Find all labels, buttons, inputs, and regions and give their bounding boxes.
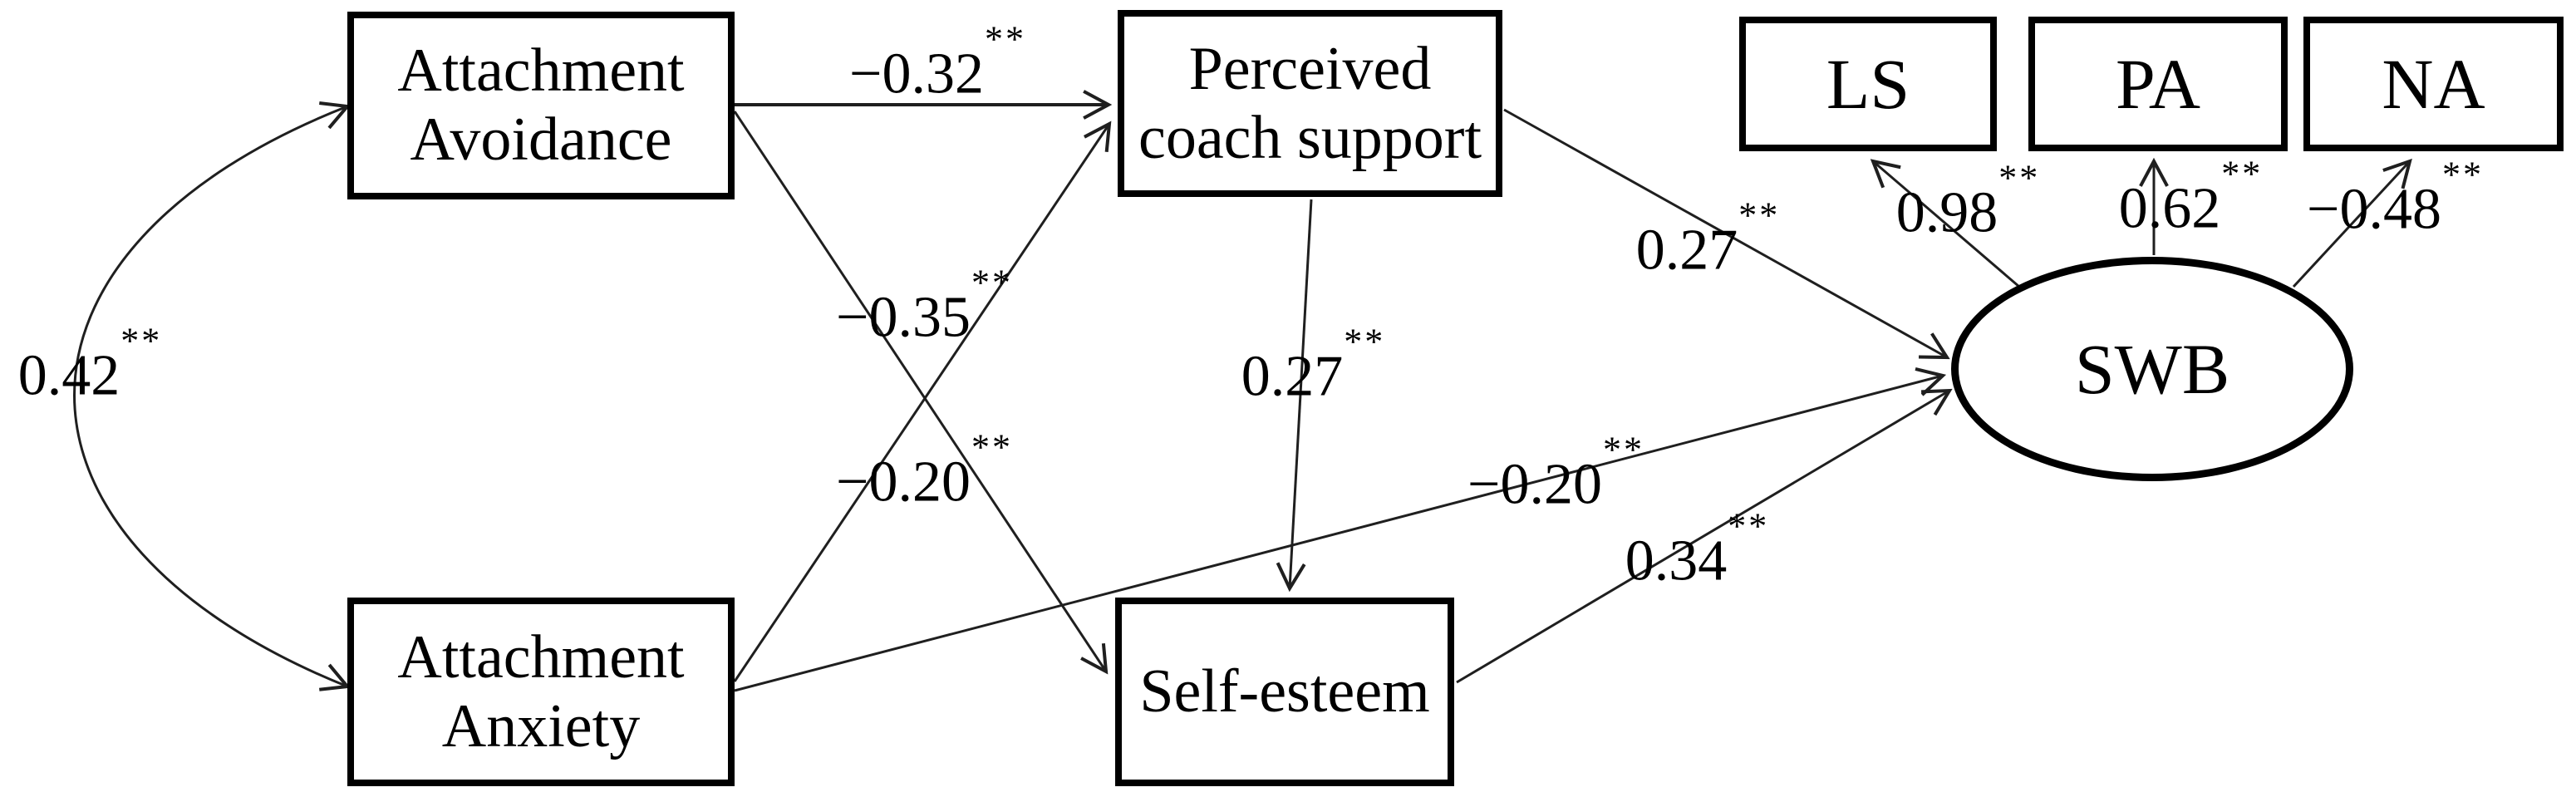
node-label: LS — [1826, 43, 1910, 124]
arrow-swb-to-na — [2292, 158, 2412, 288]
coefficient-value: 0.98 — [1895, 180, 1998, 245]
coef-swb-ls-loading: 0.98** — [1895, 160, 2040, 245]
coefficient-value: −0.48 — [2307, 177, 2441, 242]
node-swb-latent: SWB — [1951, 257, 2353, 481]
significance-stars: ** — [971, 426, 1013, 468]
significance-stars: ** — [2441, 154, 2484, 195]
arrow-coach-support-to-swb — [1503, 108, 1950, 360]
significance-stars: ** — [1602, 429, 1644, 470]
node-self-esteem: Self-esteem — [1115, 598, 1454, 786]
node-attachment-anxiety: Attachment Anxiety — [347, 598, 735, 786]
coefficient-value: 0.27 — [1635, 218, 1738, 283]
arrow-anxiety-to-swb — [734, 367, 1947, 692]
coef-coach-swb: 0.27** — [1636, 197, 1780, 279]
significance-stars: ** — [2221, 153, 2264, 194]
coef-coach-self-esteem: 0.27** — [1241, 323, 1385, 409]
node-ls-indicator: LS — [1739, 17, 1997, 151]
coef-swb-pa-loading: 0.62** — [2118, 155, 2263, 241]
significance-stars: ** — [120, 320, 163, 362]
coefficient-value: 0.34 — [1625, 529, 1728, 593]
arrow-anxiety-to-coach-support — [733, 121, 1112, 682]
node-label: SWB — [2074, 328, 2230, 409]
node-label: Self-esteem — [1139, 657, 1430, 726]
coef-avoidance-coach: −0.32** — [849, 21, 1025, 106]
node-label: Attachment Avoidance — [397, 37, 685, 174]
significance-stars: ** — [971, 262, 1013, 303]
coefficient-value: 0.62 — [2118, 176, 2221, 241]
significance-stars: ** — [984, 18, 1026, 60]
node-na-indicator: NA — [2303, 17, 2564, 151]
coef-anxiety-coach: −0.35** — [836, 264, 1012, 350]
coefficient-value: −0.20 — [1467, 452, 1602, 517]
coef-swb-na-loading: −0.48** — [2307, 156, 2483, 242]
significance-stars: ** — [1728, 505, 1770, 547]
significance-stars: ** — [1738, 194, 1781, 236]
node-label: Attachment Anxiety — [397, 622, 685, 760]
node-attachment-avoidance: Attachment Avoidance — [347, 12, 735, 199]
node-pa-indicator: PA — [2028, 17, 2288, 151]
arrow-coach-support-to-self-esteem — [1276, 199, 1313, 593]
coef-anxiety-swb: −0.20** — [1467, 431, 1644, 517]
node-label: PA — [2115, 43, 2201, 124]
covariance-arc-avoidance-anxiety — [73, 101, 351, 691]
coef-self-esteem-swb: 0.34** — [1625, 508, 1769, 593]
node-label: NA — [2382, 43, 2485, 124]
coef-avoidance-anxiety-covariance: 0.42** — [17, 322, 162, 408]
arrow-self-esteem-to-swb — [1456, 388, 1953, 684]
node-label: Perceived coach support — [1138, 34, 1482, 172]
coefficient-value: 0.42 — [17, 343, 120, 408]
arrow-avoidance-to-self-esteem — [733, 111, 1109, 675]
significance-stars: ** — [1344, 321, 1386, 362]
significance-stars: ** — [1998, 157, 2041, 199]
coefficient-value: −0.20 — [836, 450, 971, 514]
node-perceived-coach-support: Perceived coach support — [1118, 10, 1502, 197]
arrow-swb-to-ls — [1870, 159, 2020, 288]
coefficient-value: −0.32 — [849, 42, 984, 106]
coef-avoidance-self-esteem: −0.20** — [836, 429, 1012, 514]
coefficient-value: −0.35 — [836, 285, 971, 350]
coefficient-value: 0.27 — [1241, 344, 1344, 409]
